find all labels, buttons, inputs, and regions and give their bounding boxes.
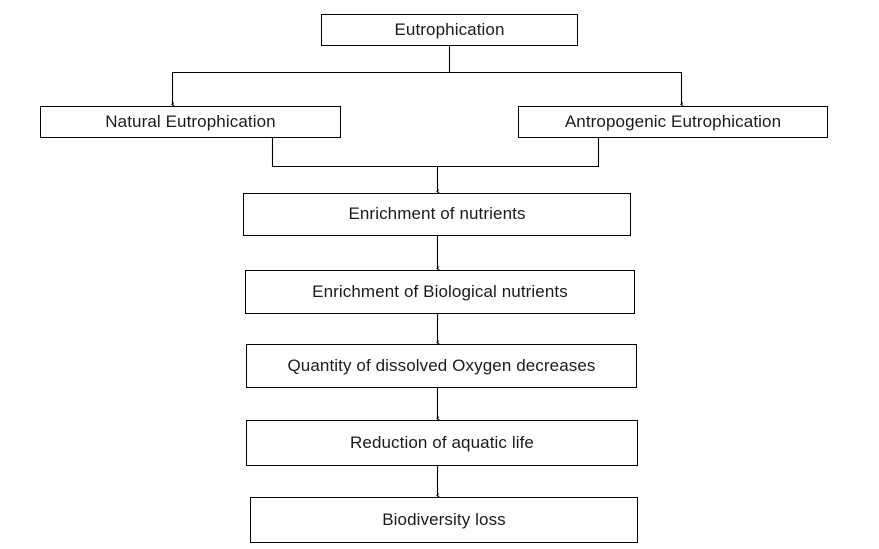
edge-branches-to-nutrients — [271, 138, 600, 191]
node-label: Enrichment of Biological nutrients — [312, 281, 568, 301]
node-label: Eutrophication — [394, 19, 505, 39]
node-biodiversity-loss[interactable]: Biodiversity loss — [250, 497, 638, 543]
node-quantity-of-dissolved-oxygen-decreases[interactable]: Quantity of dissolved Oxygen decreases — [246, 344, 637, 388]
node-natural-eutrophication[interactable]: Natural Eutrophication — [40, 106, 341, 138]
node-label: Biodiversity loss — [382, 509, 506, 529]
node-enrichment-of-nutrients[interactable]: Enrichment of nutrients — [243, 193, 631, 236]
edge-root-to-branches — [172, 46, 682, 104]
node-label: Antropogenic Eutrophication — [564, 111, 782, 131]
node-eutrophication[interactable]: Eutrophication — [321, 14, 578, 46]
node-reduction-of-aquatic-life[interactable]: Reduction of aquatic life — [246, 420, 638, 466]
node-label: Natural Eutrophication — [105, 111, 276, 131]
node-label: Quantity of dissolved Oxygen decreases — [287, 355, 596, 375]
node-label: Enrichment of nutrients — [348, 204, 526, 224]
node-label: Reduction of aquatic life — [350, 432, 534, 452]
node-enrichment-of-biological-nutrients[interactable]: Enrichment of Biological nutrients — [245, 270, 635, 314]
node-antropogenic-eutrophication[interactable]: Antropogenic Eutrophication — [518, 106, 828, 138]
